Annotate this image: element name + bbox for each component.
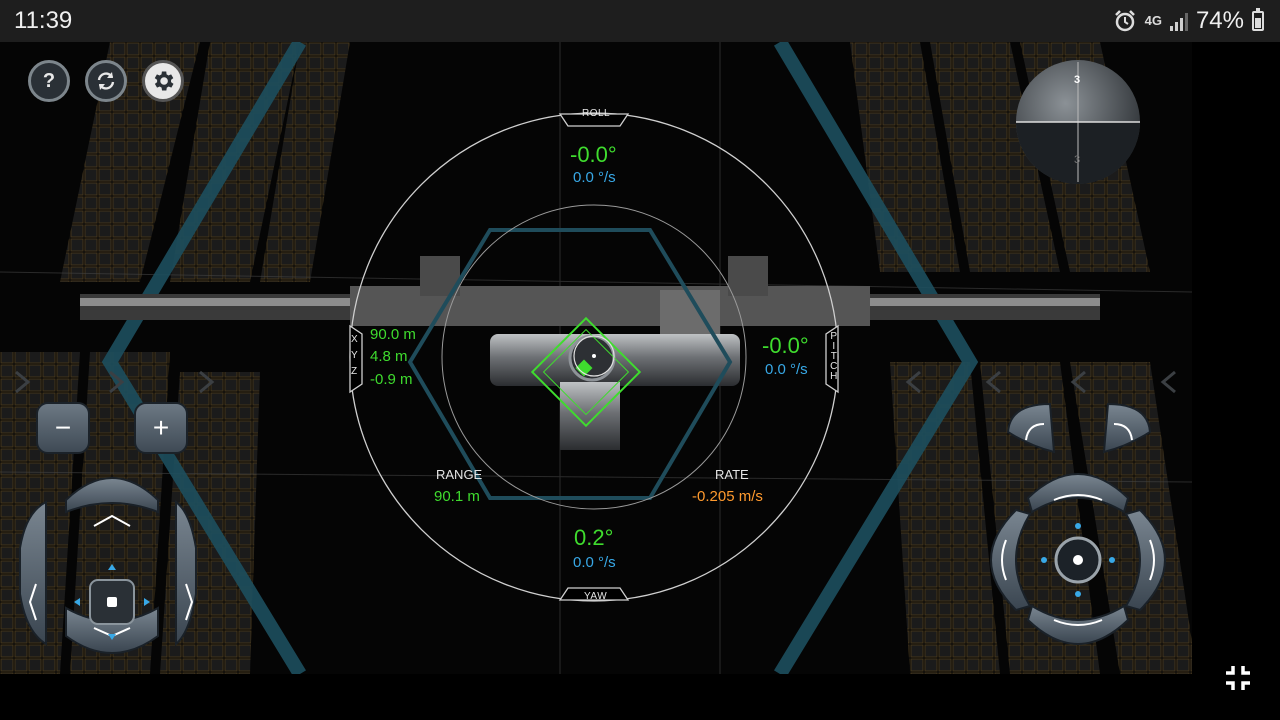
roll-label: ROLL [582, 108, 611, 119]
attitude-ball-number-top: 3 [1074, 74, 1081, 86]
zoom-out-button[interactable]: − [36, 402, 90, 454]
targeting-reticle [530, 316, 642, 428]
translate-left-button[interactable] [19, 500, 47, 646]
exit-fullscreen-icon[interactable] [1222, 662, 1254, 694]
yaw-rate: 0.0 °/s [573, 554, 616, 571]
help-icon: ? [42, 69, 56, 92]
yaw-left-button[interactable] [990, 508, 1032, 612]
docking-scene: 3 3 ROLL -0.0° 0.0 °/s YAW 0.2° 0.0 °/s … [0, 42, 1192, 674]
pitch-label: P I T C H [830, 331, 838, 382]
roll-rate: 0.0 °/s [573, 169, 616, 186]
y-value: 4.8 m [370, 348, 408, 365]
yaw-right-button[interactable] [1124, 508, 1166, 612]
chevron-up-icon [93, 514, 131, 527]
translate-up-button[interactable] [65, 477, 159, 514]
rate-value: -0.205 m/s [692, 488, 763, 505]
rotate-ccw-icon [1025, 423, 1045, 441]
bottom-bar [0, 674, 1280, 720]
arc-up-icon [1053, 494, 1103, 501]
signal-icon [1169, 11, 1188, 31]
translate-right-button[interactable] [175, 500, 197, 647]
help-button[interactable]: ? [28, 60, 70, 102]
hud-overlay [349, 112, 839, 602]
rotation-buttons [1006, 402, 1152, 454]
plus-icon: + [152, 412, 170, 443]
attitude-ball [1016, 60, 1140, 184]
pitch-rate: 0.0 °/s [765, 361, 808, 378]
station-truss [80, 256, 1100, 334]
arc-right-icon [1149, 539, 1155, 581]
arc-left-icon [1001, 539, 1007, 581]
translation-pad [19, 477, 197, 654]
pitch-angle: -0.0° [762, 333, 809, 358]
network-type: 4G [1144, 13, 1162, 28]
x-label: X [351, 334, 359, 345]
chevron-right-icon [185, 583, 194, 621]
y-label: Y [351, 350, 359, 361]
minus-icon: − [54, 412, 72, 443]
yaw-angle: 0.2° [574, 525, 614, 550]
z-value: -0.9 m [370, 371, 413, 388]
rotation-pad [990, 473, 1166, 645]
status-bar: 11:39 4G 74% [0, 0, 1280, 42]
arc-down-icon [1053, 619, 1103, 626]
settings-button[interactable] [142, 60, 184, 102]
hud-inner-ring [441, 204, 747, 510]
range-label: RANGE [436, 467, 483, 482]
rate-label: RATE [715, 467, 749, 482]
zoom-in-button[interactable]: + [134, 402, 188, 454]
yaw-label: YAW [584, 591, 608, 602]
gear-icon [154, 71, 174, 91]
status-icons: 4G 74% [1113, 7, 1264, 35]
refresh-icon [97, 72, 115, 90]
x-value: 90.0 m [370, 326, 416, 343]
right-strip [1192, 42, 1280, 674]
approach-guide-lines [101, 42, 979, 674]
chevron-left-icon [28, 583, 37, 621]
status-time: 11:39 [14, 7, 73, 34]
battery-percent: 74% [1195, 7, 1244, 34]
battery-icon [1252, 8, 1264, 31]
pitch-up-button[interactable] [1026, 473, 1130, 514]
rotate-cw-icon [1113, 423, 1133, 441]
lateral-chevrons [15, 370, 1176, 394]
range-value: 90.1 m [434, 488, 480, 505]
alarm-icon [1114, 10, 1135, 32]
z-label: Z [351, 366, 358, 377]
reset-button[interactable] [85, 60, 127, 102]
roll-angle: -0.0° [570, 142, 617, 167]
attitude-ball-number-bottom: 3 [1074, 154, 1081, 166]
